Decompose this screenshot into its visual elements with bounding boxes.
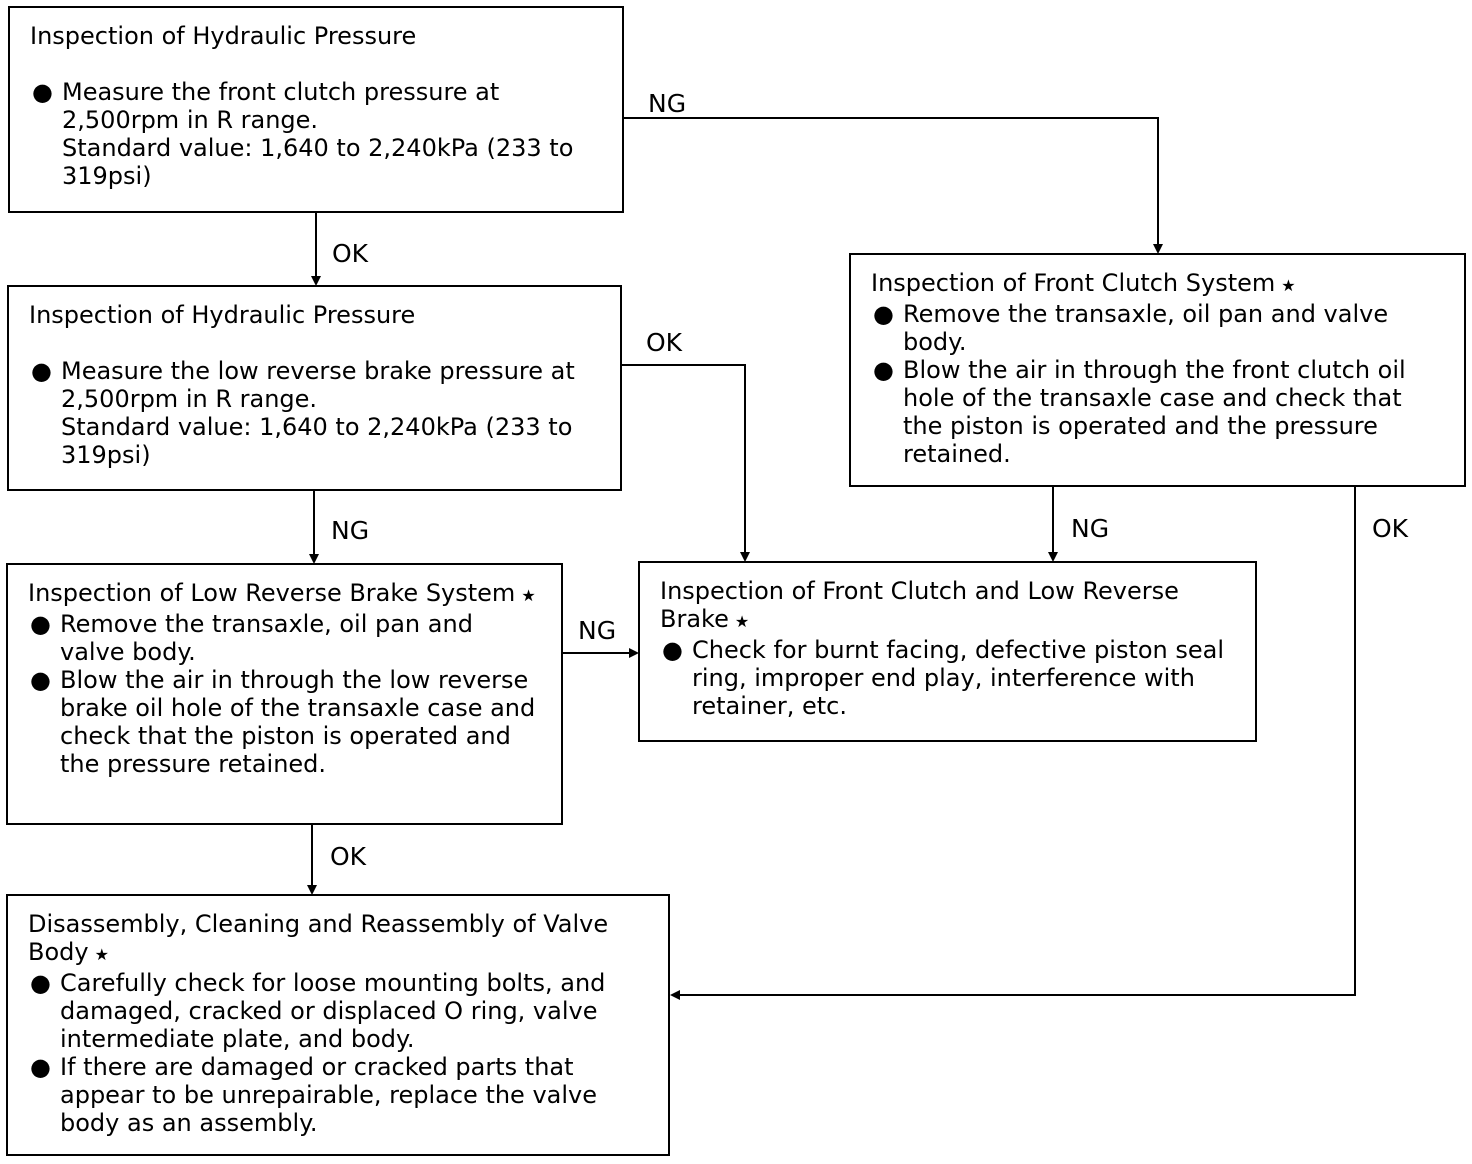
bullet-list: ● Remove the transaxle, oil pan and valv… xyxy=(871,300,1446,468)
item-text: Remove the transaxle, oil pan and valve … xyxy=(60,610,473,666)
bullet-icon: ● xyxy=(662,636,683,664)
item-text: Measure the low reverse brake pressure a… xyxy=(61,357,575,413)
box-hydraulic-pressure-front-clutch: Inspection of Hydraulic Pressure ● Measu… xyxy=(8,6,624,213)
label-ok-hp1-to-hp2: OK xyxy=(332,239,369,268)
label-ok-lrb-to-vb: OK xyxy=(330,842,367,871)
bullet-list: ● Check for burnt facing, defective pist… xyxy=(660,636,1237,720)
label-ok-hp2-to-fclr: OK xyxy=(646,328,683,357)
arrowhead-fclr-top-right xyxy=(1048,552,1058,562)
connector-hp1-to-fcs xyxy=(624,117,1159,246)
bullet-icon: ● xyxy=(873,300,894,328)
box-title: Inspection of Front Clutch and Low Rever… xyxy=(660,577,1179,633)
connector-fcs-to-vb xyxy=(678,487,1356,996)
list-item: ● Measure the low reverse brake pressure… xyxy=(29,357,602,469)
connector-hp2-to-fclr xyxy=(622,364,746,554)
standard-value: Standard value: 1,640 to 2,240kPa (233 t… xyxy=(62,134,574,190)
label-ng-hp1-to-fcs: NG xyxy=(648,89,687,118)
arrowhead-hp2 xyxy=(311,276,321,286)
list-item: ● If there are damaged or cracked parts … xyxy=(28,1053,650,1137)
box-front-clutch-and-low-reverse-brake: Inspection of Front Clutch and Low Rever… xyxy=(638,561,1257,742)
arrowhead-vb-top xyxy=(307,885,317,895)
box-valve-body: Disassembly, Cleaning and Reassembly of … xyxy=(6,894,670,1156)
box-title: Inspection of Hydraulic Pressure xyxy=(30,22,417,50)
list-item: ● Blow the air in through the low revers… xyxy=(28,666,543,778)
box-front-clutch-system: Inspection of Front Clutch System★ ● Rem… xyxy=(849,253,1466,487)
item-text: If there are damaged or cracked parts th… xyxy=(60,1053,597,1137)
box-title: Inspection of Low Reverse Brake System★ xyxy=(28,579,536,607)
label-ng-hp2-to-lrb: NG xyxy=(331,516,370,545)
list-item: ● Measure the front clutch pressure at 2… xyxy=(30,78,604,190)
star-icon: ★ xyxy=(1281,276,1296,295)
star-icon: ★ xyxy=(94,945,109,964)
arrowhead-vb-right xyxy=(670,990,680,1000)
bullet-list: ● Carefully check for loose mounting bol… xyxy=(28,969,650,1137)
box-low-reverse-brake-system: Inspection of Low Reverse Brake System★ … xyxy=(6,563,563,825)
arrowhead-fclr-left xyxy=(629,648,639,658)
list-item: ● Blow the air in through the front clut… xyxy=(871,356,1446,468)
list-item: ● Carefully check for loose mounting bol… xyxy=(28,969,650,1053)
arrowhead-fclr-top xyxy=(740,552,750,562)
bullet-list: ● Measure the front clutch pressure at 2… xyxy=(30,78,604,190)
bullet-icon: ● xyxy=(30,969,51,997)
item-text: Carefully check for loose mounting bolts… xyxy=(60,969,606,1053)
label-ok-fcs-to-vb: OK xyxy=(1372,514,1409,543)
box-hydraulic-pressure-low-reverse: Inspection of Hydraulic Pressure ● Measu… xyxy=(7,285,622,491)
bullet-icon: ● xyxy=(30,1053,51,1081)
label-ng-lrb-to-fclr: NG xyxy=(578,616,617,645)
arrowhead-fcs xyxy=(1153,244,1163,254)
item-text: Check for burnt facing, defective piston… xyxy=(692,636,1225,720)
bullet-list: ● Measure the low reverse brake pressure… xyxy=(29,357,602,469)
list-item: ● Remove the transaxle, oil pan and valv… xyxy=(871,300,1446,356)
item-text: Blow the air in through the front clutch… xyxy=(903,356,1406,468)
item-text: Remove the transaxle, oil pan and valve … xyxy=(903,300,1389,356)
star-icon: ★ xyxy=(734,612,750,631)
arrowhead-lrb xyxy=(309,554,319,564)
bullet-icon: ● xyxy=(31,357,52,385)
item-text: Measure the front clutch pressure at 2,5… xyxy=(62,78,500,134)
bullet-list: ● Remove the transaxle, oil pan and valv… xyxy=(28,610,543,778)
list-item: ● Remove the transaxle, oil pan and valv… xyxy=(28,610,543,666)
box-title: Disassembly, Cleaning and Reassembly of … xyxy=(28,910,609,966)
item-text: Blow the air in through the low reverse … xyxy=(60,666,536,778)
bullet-icon: ● xyxy=(873,356,894,384)
label-ng-fcs-to-fclr: NG xyxy=(1071,514,1110,543)
bullet-icon: ● xyxy=(30,666,51,694)
box-title: Inspection of Front Clutch System★ xyxy=(871,269,1296,297)
box-title: Inspection of Hydraulic Pressure xyxy=(29,301,416,329)
standard-value: Standard value: 1,640 to 2,240kPa (233 t… xyxy=(61,413,573,469)
list-item: ● Check for burnt facing, defective pist… xyxy=(660,636,1237,720)
bullet-icon: ● xyxy=(32,78,53,106)
star-icon: ★ xyxy=(521,586,536,605)
bullet-icon: ● xyxy=(30,610,51,638)
